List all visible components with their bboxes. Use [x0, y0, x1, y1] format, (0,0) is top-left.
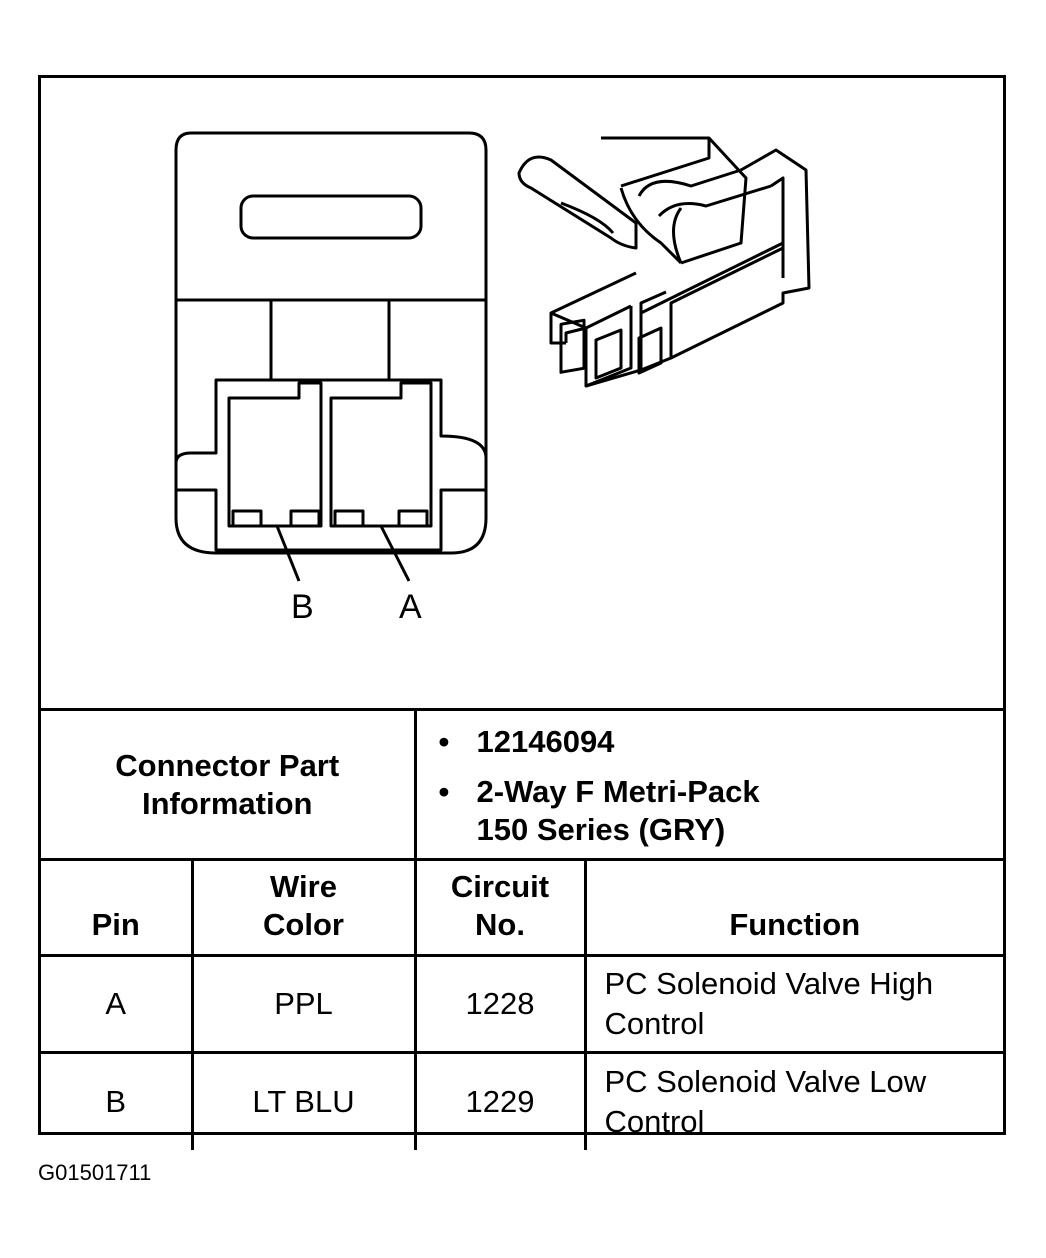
header-pin: Pin [41, 858, 194, 957]
pin-a-leader [379, 525, 411, 582]
connector-table: Connector Part Information 12146094 2-Wa… [41, 708, 1003, 1150]
figure-code: G01501711 [38, 1160, 152, 1185]
pin-a-label: A [399, 588, 422, 626]
header-circuit: Circuit No. [413, 858, 587, 957]
header-wire-color-line2: Color [263, 907, 344, 942]
pin-b-label: B [291, 588, 314, 626]
connector-part-row: Connector Part Information 12146094 2-Wa… [41, 708, 1004, 861]
connector-part-label: Connector Part Information [41, 708, 417, 861]
table-row: B LT BLU 1229 PC Solenoid Valve Low Cont… [41, 1051, 1003, 1150]
part-series: 150 Series (GRY) [476, 812, 726, 847]
header-wire-color-line1: Wire [270, 869, 337, 904]
header-pin-text: Pin [91, 907, 140, 942]
part-number: 12146094 [439, 723, 1004, 761]
row-a-function: PC Solenoid Valve High Control [583, 954, 1003, 1054]
cavity-b [227, 381, 323, 528]
connector-part-info: 12146094 2-Way F Metri-Pack 150 Series (… [413, 708, 1004, 861]
row-a-function-line2: Control [604, 1006, 705, 1041]
row-a-pin: A [41, 954, 194, 1054]
part-type: 2-Way F Metri-Pack [439, 773, 1004, 811]
header-wire-color: Wire Color [190, 858, 417, 957]
row-b-function-line1: PC Solenoid Valve Low [604, 1063, 927, 1099]
row-b-function: PC Solenoid Valve Low Control [583, 1051, 1003, 1150]
row-b-wire-color: LT BLU [190, 1051, 417, 1150]
header-function: Function [583, 858, 1003, 957]
connector-face-outline [174, 131, 488, 555]
header-circuit-line1: Circuit [450, 869, 550, 904]
pin-b-leader [275, 525, 301, 582]
row-b-circuit: 1229 [413, 1051, 587, 1150]
row-a-wire-color: PPL [190, 954, 417, 1054]
terminal-housing [174, 378, 488, 552]
connector-latch-slot [239, 194, 423, 240]
row-b-pin: B [41, 1051, 194, 1150]
part-type-line1: 2-Way F Metri-Pack [476, 774, 760, 809]
header-circuit-line2: No. [475, 907, 525, 942]
connector-illustration: B A [41, 78, 1003, 708]
row-b-function-line2: Control [604, 1103, 705, 1139]
table-header-row: Pin Wire Color Circuit No. Function [41, 858, 1003, 957]
row-a-circuit: 1228 [413, 954, 587, 1054]
table-row: A PPL 1228 PC Solenoid Valve High Contro… [41, 954, 1003, 1054]
connector-part-label-line2: Information [142, 785, 313, 821]
connector-part-label-line1: Connector Part [115, 747, 340, 783]
header-function-text: Function [729, 907, 861, 942]
diagram-frame: B A Connector Part Information 12146094 … [38, 75, 1006, 1150]
isometric-connector [517, 136, 811, 388]
cavity-a [329, 381, 433, 528]
connector-drawing [174, 131, 811, 582]
row-a-function-line1: PC Solenoid Valve High [604, 966, 934, 1001]
